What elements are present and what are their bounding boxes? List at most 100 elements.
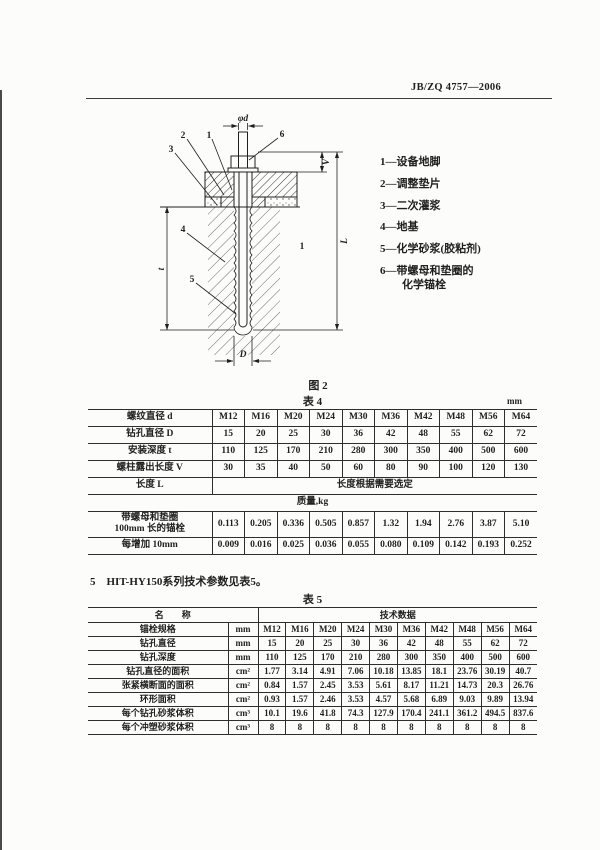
table-cell: 241.1	[424, 706, 454, 721]
table-cell: 8	[341, 720, 371, 735]
table-cell: 40.7	[508, 664, 537, 679]
unit-cell: cm²	[227, 692, 259, 707]
table-cell: 8	[313, 720, 343, 735]
row-label: 每个钻孔砂浆体积	[88, 706, 229, 721]
leader-2	[186, 138, 225, 196]
table-cell: 3.87	[471, 511, 505, 538]
table-cell: 0.025	[276, 536, 310, 555]
unit-cell: cm³	[227, 720, 259, 735]
dim-d-label: D	[239, 350, 247, 360]
table-cell: 350	[424, 650, 454, 665]
table-cell: 1.94	[406, 511, 440, 538]
table-cell: 350	[406, 443, 440, 461]
table-cell: 600	[504, 443, 537, 461]
table-cell: 170	[313, 650, 343, 665]
table-cell: 30	[211, 460, 245, 478]
body-mark-label: 1	[300, 242, 305, 252]
table-cell: M30	[369, 622, 398, 637]
table-cell: 42	[374, 426, 408, 444]
row-label: 钻孔直径的面积	[88, 664, 229, 679]
table-cell: 90	[406, 460, 440, 478]
table-cell: M24	[309, 409, 343, 427]
legend-item: 1—设备地脚	[380, 156, 441, 168]
table-cell: 4.57	[369, 692, 398, 707]
table-cell: 35	[244, 460, 278, 478]
row-label: 环形面积	[88, 692, 229, 707]
table-cell: 210	[309, 443, 343, 461]
table-cell: 8	[257, 720, 287, 735]
table-cell: 0.113	[211, 511, 245, 538]
table-cell: 0.036	[309, 536, 343, 555]
bolt-tip	[238, 322, 248, 328]
table-cell: 23.76	[452, 664, 482, 679]
part-number-4: 4	[181, 225, 186, 235]
table-cell: 0.142	[439, 536, 473, 555]
table-cell: 1.77	[257, 664, 287, 679]
table-cell: 1.32	[374, 511, 408, 538]
table-cell: 210	[341, 650, 371, 665]
legend-item: 3—二次灌浆	[380, 199, 441, 212]
foundation-hatch-bottom	[234, 336, 252, 355]
dim-v-label: V	[322, 158, 332, 165]
table-cell: 20	[244, 426, 278, 444]
table-cell: 400	[452, 650, 482, 665]
table-cell: 30.19	[480, 664, 510, 679]
row-label: 带螺母和垫圈 100mm 长的锚栓	[88, 511, 213, 538]
base-plate-left	[204, 171, 235, 198]
table-cell: 5.61	[369, 678, 398, 693]
table-cell: 15	[257, 636, 287, 651]
table-cell: 20.3	[480, 678, 510, 693]
name-header: 名 称	[88, 607, 259, 623]
table-cell: 500	[480, 650, 510, 665]
foundation-hatch-left	[208, 207, 234, 355]
row-label: 螺纹直径 d	[88, 409, 213, 427]
table-cell: 8	[396, 720, 426, 735]
leader-5	[195, 282, 237, 315]
anchor-installation-diagram: φd 2 1 3 6 4 5 1 V L t D	[157, 114, 350, 366]
foundation-hatch-right	[252, 207, 280, 355]
table-cell: 110	[211, 443, 245, 461]
mortar-edge-left	[233, 206, 237, 328]
table-cell: 0.109	[406, 536, 440, 555]
table-cell: M20	[313, 622, 343, 637]
row-label: 张紧横断面的面积	[88, 678, 229, 693]
table-cell: 30	[309, 426, 343, 444]
table-cell: 280	[369, 650, 398, 665]
table-cell: 0.080	[374, 536, 408, 555]
table-cell: M56	[471, 409, 505, 427]
table-cell: 19.6	[285, 706, 315, 721]
table-cell: 30	[341, 636, 371, 651]
table5-caption: 表 5	[302, 594, 323, 606]
unit-cell: cm²	[227, 678, 259, 693]
table-cell: M30	[341, 409, 375, 427]
table-cell: 300	[396, 650, 426, 665]
table-cell: 8	[452, 720, 482, 735]
table-cell: M42	[406, 409, 440, 427]
table-cell: 9.03	[452, 692, 482, 707]
dim-phi-d-label: φd	[238, 114, 249, 124]
shim-left	[220, 196, 235, 208]
scan-edge-line	[0, 90, 2, 850]
table-cell: 48	[424, 636, 454, 651]
table-cell: 837.6	[508, 706, 537, 721]
table-cell: 13.85	[396, 664, 426, 679]
table-cell: 1.57	[285, 692, 315, 707]
table-cell: 55	[439, 426, 473, 444]
table-cell: 0.336	[276, 511, 310, 538]
table-cell: 5.68	[396, 692, 426, 707]
shim-right	[251, 196, 266, 208]
row-label: 每增加 10mm	[88, 536, 213, 555]
table-cell: 170	[276, 443, 310, 461]
table-cell: 62	[471, 426, 505, 444]
table5-header-row: 名 称 技术数据	[88, 607, 537, 623]
row-label: 螺柱露出长度 V	[88, 460, 213, 478]
row-label: 钻孔直径 D	[88, 426, 213, 444]
table-cell: 0.009	[211, 536, 245, 555]
table4-unit: mm	[507, 396, 522, 406]
grout-layer-right	[264, 196, 298, 208]
